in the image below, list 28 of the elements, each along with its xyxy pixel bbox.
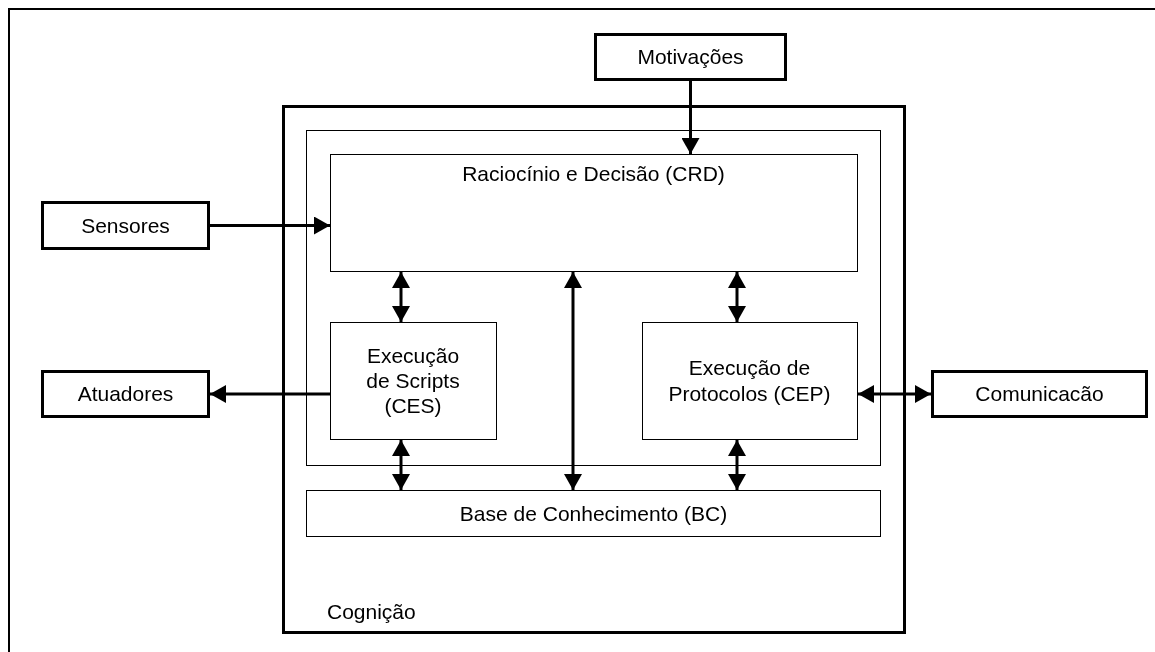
cognition-box (282, 105, 906, 634)
arrow (564, 272, 582, 490)
arrow (210, 385, 330, 403)
node-label: Comunicacão (974, 381, 1105, 407)
arrow (681, 81, 700, 154)
component-box (641, 321, 858, 440)
io-box (931, 370, 1148, 418)
io-box (41, 201, 210, 250)
component-box (329, 153, 858, 272)
inner-box (306, 130, 881, 466)
node-label: Motivações (636, 44, 745, 70)
io-box (41, 370, 210, 418)
node-label: Raciocínio e Decisão (CRD) (461, 160, 726, 186)
node-label: Atuadores (76, 381, 175, 407)
arrow (392, 440, 410, 490)
node-label: Sensores (80, 212, 171, 239)
arrow (210, 216, 330, 235)
group-label: Cognição (327, 598, 416, 625)
io-box (594, 33, 787, 81)
arrow (728, 440, 746, 490)
arrow (728, 272, 746, 322)
arrow (858, 385, 931, 403)
node-label: Base de Conhecimento (BC) (458, 500, 729, 527)
node-label: Execução de Scripts (CES) (365, 342, 461, 419)
component-box (306, 490, 881, 537)
component-box (329, 321, 497, 440)
node-label: Execução de Protocolos (CEP) (667, 355, 832, 406)
arrow (392, 272, 410, 322)
